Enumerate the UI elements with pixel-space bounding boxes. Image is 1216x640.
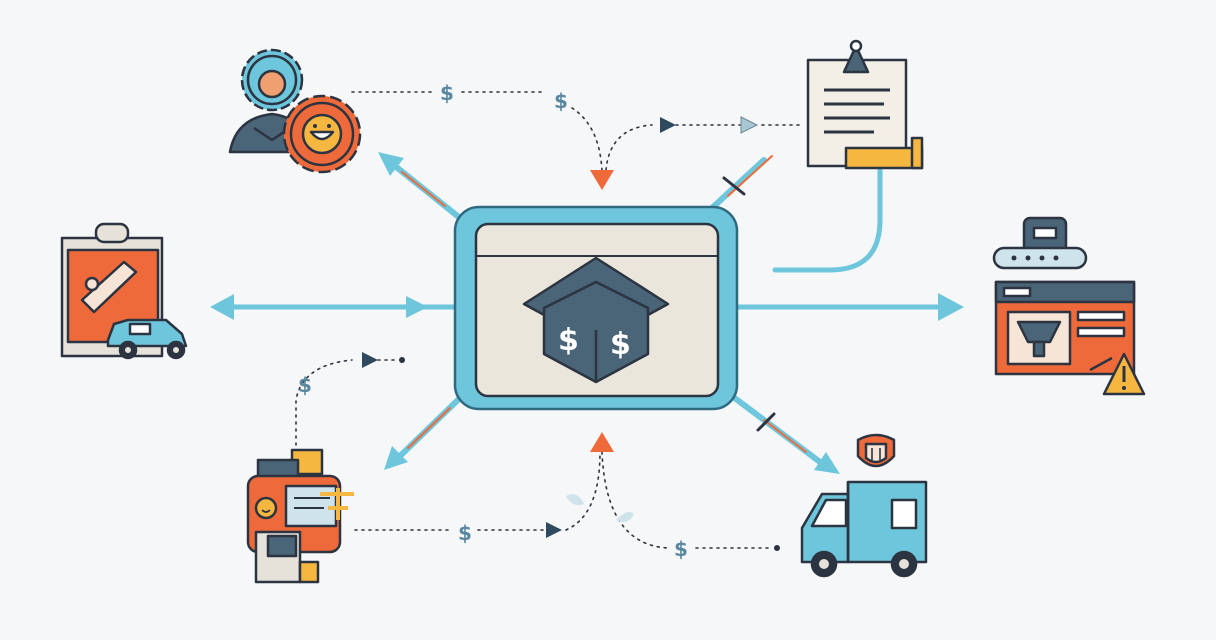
- connector-left-double-arrow: [210, 294, 458, 320]
- clipboard-car-icon: [60, 222, 188, 360]
- connectors: $ $ $ $ $: [210, 81, 964, 561]
- dollar-marker: $: [440, 81, 454, 105]
- team-gears[interactable]: [228, 48, 362, 174]
- dotted-flows: [295, 91, 801, 549]
- connector-lower-left-arrow: [384, 393, 465, 470]
- team-gears-icon: [228, 48, 362, 174]
- dashboard-warning[interactable]: [992, 216, 1146, 396]
- dashboard-warning-icon: [992, 216, 1146, 396]
- dollar-marker: $: [458, 521, 472, 545]
- connector-upper-right: [709, 155, 773, 211]
- connector-document-curve: [772, 167, 883, 273]
- orange-clipboard-car[interactable]: [60, 222, 188, 360]
- dollar-glyph-left: $: [558, 323, 579, 358]
- dollar-glyph-right: $: [610, 327, 631, 362]
- van-icon: [800, 433, 928, 578]
- money-box-icon: $ $: [522, 256, 670, 384]
- flow-markers: [362, 116, 780, 551]
- connector-right-arrow: [735, 293, 964, 321]
- robot-machine[interactable]: [246, 448, 354, 584]
- connector-upper-left-arrow: [378, 152, 463, 221]
- central-budget-window[interactable]: $ $: [453, 205, 739, 411]
- delivery-van[interactable]: [800, 433, 928, 578]
- connector-lower-right-arrow: [729, 393, 840, 474]
- dollar-marker: $: [674, 537, 688, 561]
- document-clipboard[interactable]: [806, 39, 924, 170]
- machine-icon: [246, 448, 354, 584]
- dollar-markers: $ $ $ $ $: [298, 81, 688, 561]
- document-icon: [806, 39, 924, 170]
- dollar-marker: $: [554, 89, 568, 113]
- dollar-marker: $: [298, 373, 312, 397]
